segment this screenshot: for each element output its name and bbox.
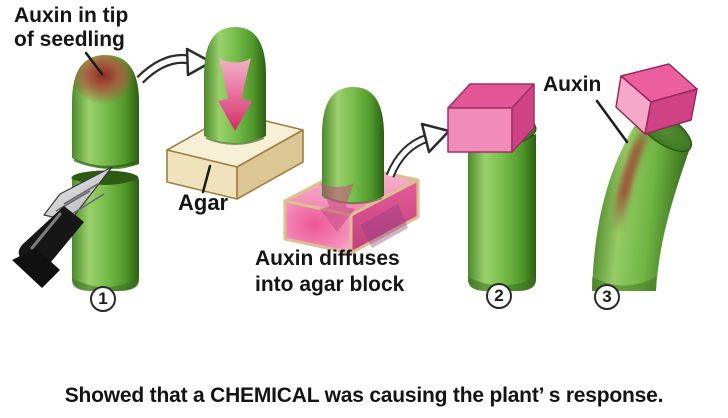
agar-pointer-line	[201, 164, 212, 194]
tip1-cut-edge	[73, 158, 138, 169]
tip2-cut-edge	[205, 137, 265, 145]
conclusion-caption: Showed that a CHEMICAL was causing the p…	[64, 384, 664, 407]
curved-arrow-2-icon	[385, 122, 451, 178]
stem-with-agar-block	[447, 83, 537, 291]
auxin-diffusing-arrow-icon	[320, 183, 355, 232]
step-1-badge: 1	[90, 286, 116, 312]
auxin-pointer-line	[595, 99, 629, 144]
scalpel-icon	[12, 166, 113, 288]
step-2-badge: 2	[486, 283, 512, 309]
pink-agar-side	[349, 178, 420, 255]
stem1-body	[72, 179, 139, 291]
stem2-body	[468, 134, 536, 291]
auxin-in-tip-label-line2: of seedling	[14, 28, 125, 51]
stem2-bottom-shade	[468, 277, 536, 291]
tip-on-pink-agar-block	[283, 87, 420, 255]
tip-label-pointer-line	[84, 51, 104, 76]
agar-label: Agar	[178, 190, 229, 215]
bending-seedling	[592, 63, 698, 291]
auxin-diffuses-label-line2: into agar block	[255, 273, 405, 296]
curved-arrow-1-icon	[136, 47, 213, 84]
agar-block-side	[236, 129, 304, 200]
auxin-flow-arrow-icon	[218, 58, 252, 131]
auxin-streak	[612, 119, 658, 232]
agar-cube-2	[447, 83, 535, 153]
auxin-diffuses-label-line1: Auxin diffuses	[255, 247, 400, 270]
pink-agar-shadow	[360, 204, 408, 248]
tip-on-agar-block	[166, 27, 304, 200]
auxin-region	[74, 55, 132, 103]
cut-tip-3	[322, 87, 384, 203]
step-3-badge: 3	[594, 284, 620, 310]
auxin-in-tip-label-line1: Auxin in tip	[14, 4, 129, 27]
auxin-label: Auxin	[543, 73, 602, 96]
auxin-in-tip-label: Auxin in tip of seedling	[14, 4, 128, 52]
seedling-1	[12, 55, 139, 291]
stem1-bottom-shade	[72, 278, 139, 291]
agar-cube-3	[615, 63, 698, 135]
auxin-diffuses-label: Auxin diffuses into agar block	[255, 246, 404, 298]
stem3-body	[592, 120, 690, 291]
